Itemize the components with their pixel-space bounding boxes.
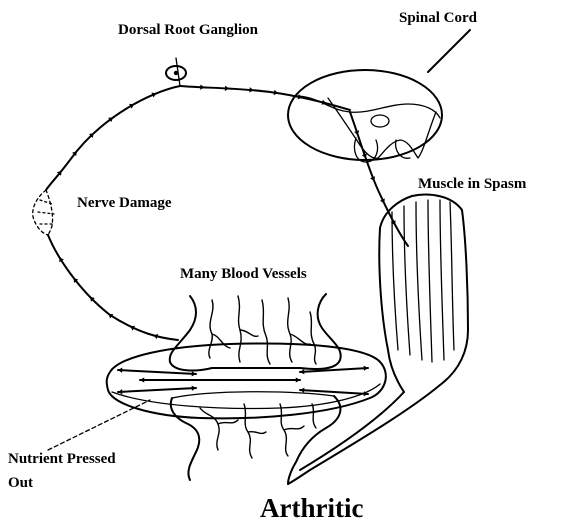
nerve-fiber-to-cord: [180, 86, 350, 110]
dorsal-root-ganglion: [166, 58, 186, 86]
muscle-fiber-4: [428, 200, 432, 362]
muscle-fiber-2: [404, 206, 410, 355]
nerve-fiber-lower: [48, 235, 178, 340]
vessel-upper-4: [288, 298, 292, 362]
grey-matter-upper-edge: [292, 96, 440, 118]
vessel-lower-3-branch: [284, 426, 304, 430]
vessel-upper-3: [262, 300, 270, 364]
label-spinal-cord: Spinal Cord: [399, 10, 478, 26]
spinal-cord-pointer-line: [428, 30, 470, 72]
label-muscle-in-spasm: Muscle in Spasm: [418, 176, 527, 192]
nutrient-arrowhead: [296, 377, 300, 382]
nutrient-arrowhead: [192, 371, 196, 376]
nutrient-arrowhead: [118, 368, 122, 373]
nerve-arrowhead-to-cord: [225, 86, 229, 91]
vessel-upper-2-branch: [240, 330, 258, 336]
muscle-fiber-1: [392, 212, 398, 350]
nutrient-arrows: [118, 368, 368, 394]
nutrient-arrowhead: [192, 386, 196, 391]
nerve-pathway: [46, 86, 408, 340]
nerve-arrowhead-to-cord: [249, 87, 253, 92]
nerve-damage-region: [33, 190, 54, 235]
muscle-fiber-5: [440, 200, 444, 360]
blood-vessels-lower: [200, 404, 316, 458]
vessel-upper-5: [310, 312, 316, 364]
vessel-upper-2: [238, 296, 241, 362]
nutrient-arrowhead: [300, 369, 304, 374]
nerve-fiber-upper: [46, 86, 180, 190]
label-nutrient-pressed-line1: Nutrient Pressed: [8, 451, 116, 467]
vessel-lower-1: [200, 408, 219, 450]
label-nutrient-pressed-line2: Out: [8, 475, 33, 491]
label-nerve-damage: Nerve Damage: [77, 195, 172, 211]
ganglion-nucleus: [174, 71, 178, 75]
nerve-fiber-to-muscle: [350, 112, 408, 246]
vessel-upper-1-branch: [212, 334, 230, 348]
nerve-damage-dashed-inner: [46, 190, 53, 235]
spinal-cord-outline: [288, 70, 442, 160]
nerve-damage-hatching: [38, 200, 54, 224]
nutrient-arrowhead: [364, 366, 368, 371]
vessel-lower-2-branch: [248, 432, 266, 434]
muscle-in-spasm: [288, 195, 468, 484]
blood-vessels-upper: [209, 296, 316, 364]
lower-bone-left-edge: [171, 398, 199, 480]
muscle-fiber-6: [450, 202, 454, 350]
label-many-blood-vessels: Many Blood Vessels: [180, 266, 307, 282]
nutrient-arrowhead: [140, 377, 144, 382]
lower-bone-top-surface: [172, 392, 334, 398]
nutrient-arrow-2: [118, 388, 196, 392]
grey-matter-lower-edge: [328, 98, 436, 158]
vessel-upper-4-branch: [290, 334, 310, 344]
nerve-arrowhead-to-cord: [200, 85, 204, 90]
vessel-upper-1: [209, 300, 213, 358]
nutrient-arrowhead: [300, 388, 304, 393]
diagram-title: Arthritic: [260, 493, 363, 523]
muscle-fiber-3: [416, 202, 422, 360]
central-canal: [371, 115, 389, 127]
vessel-lower-1-branch: [218, 420, 238, 424]
vessel-lower-4: [312, 404, 316, 428]
spinal-cord: [288, 30, 470, 162]
label-dorsal-root-ganglion: Dorsal Root Ganglion: [118, 22, 259, 38]
